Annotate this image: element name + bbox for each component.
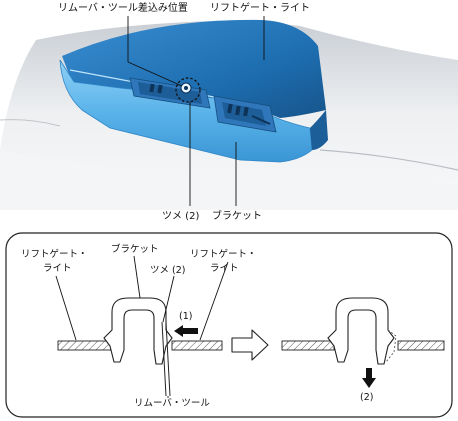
step1-arrow xyxy=(174,325,198,337)
bracket-clip-after xyxy=(327,297,395,365)
step2-arrow xyxy=(362,368,376,388)
transition-arrow xyxy=(231,329,269,361)
liftgate-plate-right-1 xyxy=(281,340,335,351)
lamp-photo: リムーバ・ツール差込み位置 リフトゲート・ライト ツメ (2) ブラケット xyxy=(0,0,458,222)
detail-panel: リフトゲート・ ライト ブラケット リフトゲート・ ライト ツメ (2) (1)… xyxy=(5,232,453,418)
detail-claw-label: ツメ (2) xyxy=(150,265,185,276)
claw-marker xyxy=(175,77,201,103)
claw-label: ツメ (2) xyxy=(162,211,199,222)
tool-position-label: リムーバ・ツール差込み位置 xyxy=(58,1,188,14)
liftgate-plate-right-2 xyxy=(397,340,445,351)
bracket xyxy=(129,77,277,133)
liftgate-light-right-line2: ライト xyxy=(210,263,239,274)
liftgate-light-label: リフトゲート・ライト xyxy=(210,2,310,14)
bracket-clip-before xyxy=(103,297,173,365)
lamp-front-face xyxy=(59,59,313,163)
liftgate-light-left-line1: リフトゲート・ xyxy=(21,248,88,260)
step2-label: (2) xyxy=(360,392,373,403)
liftgate-light-right-line1: リフトゲート・ xyxy=(190,248,257,260)
bracket-label: ブラケット xyxy=(212,209,262,222)
liftgate-light-left-line2: ライト xyxy=(43,263,72,274)
claw-released-outline xyxy=(385,329,397,363)
detail-bracket-label: ブラケット xyxy=(111,243,159,255)
step1-label: (1) xyxy=(179,311,192,322)
liftgate-plate-left-1 xyxy=(57,340,113,351)
removal-tool-label: リムーバ・ツール xyxy=(134,398,210,409)
removal-tool xyxy=(161,321,171,397)
liftgate-plate-left-2 xyxy=(171,340,223,351)
